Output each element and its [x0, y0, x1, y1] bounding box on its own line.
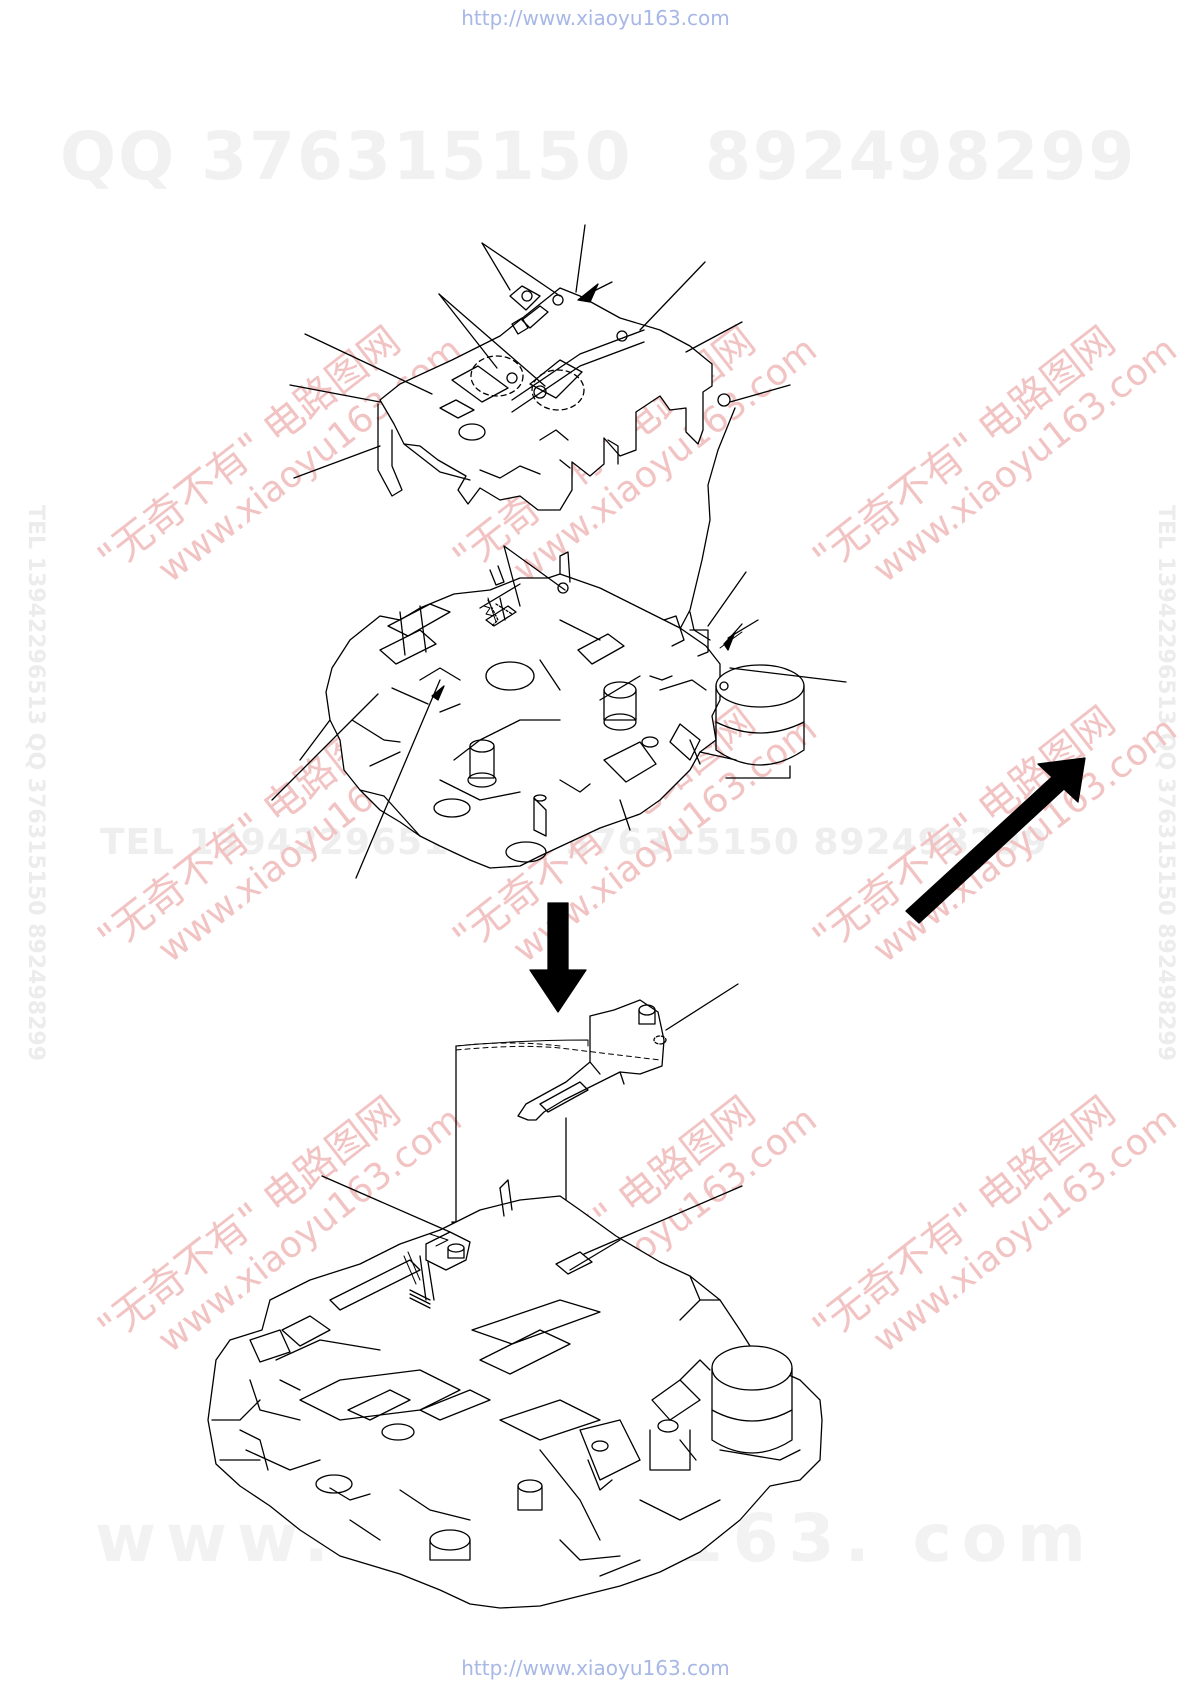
lower-callouts [322, 984, 742, 1254]
header-url[interactable]: http://www.xiaoyu163.com [461, 6, 730, 30]
upper-bracket-assembly [378, 286, 730, 510]
footer-url[interactable]: http://www.xiaoyu163.com [461, 1656, 730, 1680]
middle-chassis [300, 552, 804, 868]
watermark-qq-right: 892498299 [705, 118, 1137, 195]
direction-arrow [906, 758, 1085, 923]
down-arrow [530, 903, 586, 1012]
lower-chassis [208, 1180, 822, 1608]
middle-callouts [272, 546, 846, 878]
upper-callouts [290, 225, 790, 478]
watermark-qq-left: QQ 376315150 [60, 118, 633, 195]
lower-lever-part [518, 1000, 666, 1120]
